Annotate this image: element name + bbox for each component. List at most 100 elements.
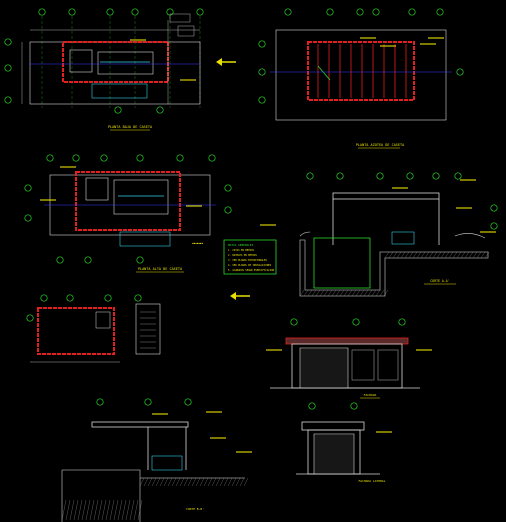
hatch-line <box>428 251 434 259</box>
grid-bubble <box>258 68 266 76</box>
hatch-line <box>303 289 309 297</box>
grid-bubble <box>408 8 416 16</box>
grid-bubble <box>136 256 144 264</box>
grid-bubble <box>208 154 216 162</box>
grid-bubble <box>356 8 364 16</box>
hatch-line <box>93 499 99 521</box>
foundation <box>299 239 489 297</box>
sheet-title: CORTE A-A' <box>430 279 449 283</box>
north-arrow <box>216 58 236 66</box>
hatch-line <box>339 289 345 297</box>
hatch-line <box>412 251 418 259</box>
hatch-line <box>331 289 337 297</box>
grid-bubble <box>144 398 152 406</box>
grade-line <box>299 231 311 237</box>
room <box>69 49 93 73</box>
hatch-line <box>187 477 193 487</box>
grid-bubble <box>4 96 12 104</box>
plan-middle: PLANTA ALTA DE CASETA <box>44 171 216 273</box>
grid-bubble <box>372 8 380 16</box>
grid-bubble <box>66 294 74 302</box>
layer-lines <box>140 311 156 349</box>
hatch-line <box>416 251 422 259</box>
hatch-line <box>125 499 131 521</box>
hatch-line <box>203 477 209 487</box>
hatch-line <box>231 477 237 487</box>
cistern <box>313 237 371 289</box>
grid-bubble <box>196 8 204 16</box>
hatch-line <box>65 499 71 521</box>
hatch-line <box>383 289 389 297</box>
grid-bubble <box>326 8 334 16</box>
hatch-line <box>388 251 394 259</box>
north-arrow <box>230 292 250 300</box>
grid-bubble <box>100 154 108 162</box>
equipment <box>391 231 415 245</box>
hatch-line <box>472 251 478 259</box>
hatch-line <box>299 289 305 297</box>
detail-plan <box>30 307 120 363</box>
grid-bubble <box>308 402 316 410</box>
hatch-line <box>460 251 466 259</box>
grid-bubble <box>38 8 46 16</box>
hatch-line <box>319 289 325 297</box>
hatch-line <box>105 499 111 521</box>
grid-bubble <box>24 184 32 192</box>
hatch-line <box>327 289 333 297</box>
elevation-side: FACHADA LATERAL <box>296 421 386 483</box>
sheet-title: PLANTA AZOTEA DE CASETA <box>356 143 405 147</box>
hatch-line <box>484 251 490 259</box>
sheet-title: PLANTA BAJA DE CASETA <box>108 125 153 129</box>
hatch-line <box>476 251 482 259</box>
hatch-line <box>424 251 430 259</box>
hatch-line <box>121 499 127 521</box>
hatch-line <box>179 477 185 487</box>
note-line: NOTAS GENERALES <box>228 243 254 247</box>
hatch-line <box>375 289 381 297</box>
hatch-line <box>227 477 233 487</box>
hatch-line <box>89 499 95 521</box>
grid-bubble <box>436 8 444 16</box>
sheet-title: CORTE B-B' <box>186 507 204 511</box>
hatch-line <box>363 289 369 297</box>
hatch-line <box>129 499 135 521</box>
grid-bubble <box>131 8 139 16</box>
grid-bubble <box>24 214 32 222</box>
grid-bubble <box>106 8 114 16</box>
plan-top-right: PLANTA AZOTEA DE CASETA <box>270 29 452 149</box>
label-tag <box>177 25 195 37</box>
roll-up-door <box>313 433 355 475</box>
grid-bubble <box>104 294 112 302</box>
hatch-line <box>215 477 221 487</box>
roof-slab <box>332 192 440 200</box>
hatch-line <box>113 499 119 521</box>
roof-joists <box>317 44 407 98</box>
grid-bubble <box>258 40 266 48</box>
hatch-line <box>117 499 123 521</box>
grid-bubble <box>46 154 54 162</box>
grid-bubble <box>258 96 266 104</box>
hatch-line <box>456 251 462 259</box>
hatch-line <box>396 251 402 259</box>
notes-frame <box>223 239 277 275</box>
grid-bubble <box>490 222 498 230</box>
hatch-line <box>199 477 205 487</box>
grid-bubble <box>284 8 292 16</box>
hatch-line <box>69 499 75 521</box>
grid-bubble <box>224 184 232 192</box>
hatch-line <box>307 289 313 297</box>
room <box>85 177 109 201</box>
hatch-line <box>137 499 143 521</box>
plan-top-left: PLANTA BAJA DE CASETA <box>21 13 201 131</box>
hatch-line <box>183 477 189 487</box>
section-b: CORTE B-B' <box>61 421 249 522</box>
hatch-line <box>139 477 145 487</box>
grid-bubble <box>176 154 184 162</box>
grid-bubble <box>166 8 174 16</box>
hatch-line <box>195 477 201 487</box>
callout: ▪▪▪▪▪▪▪ <box>192 242 203 245</box>
hatch-line <box>223 477 229 487</box>
grid-bubble <box>376 172 384 180</box>
